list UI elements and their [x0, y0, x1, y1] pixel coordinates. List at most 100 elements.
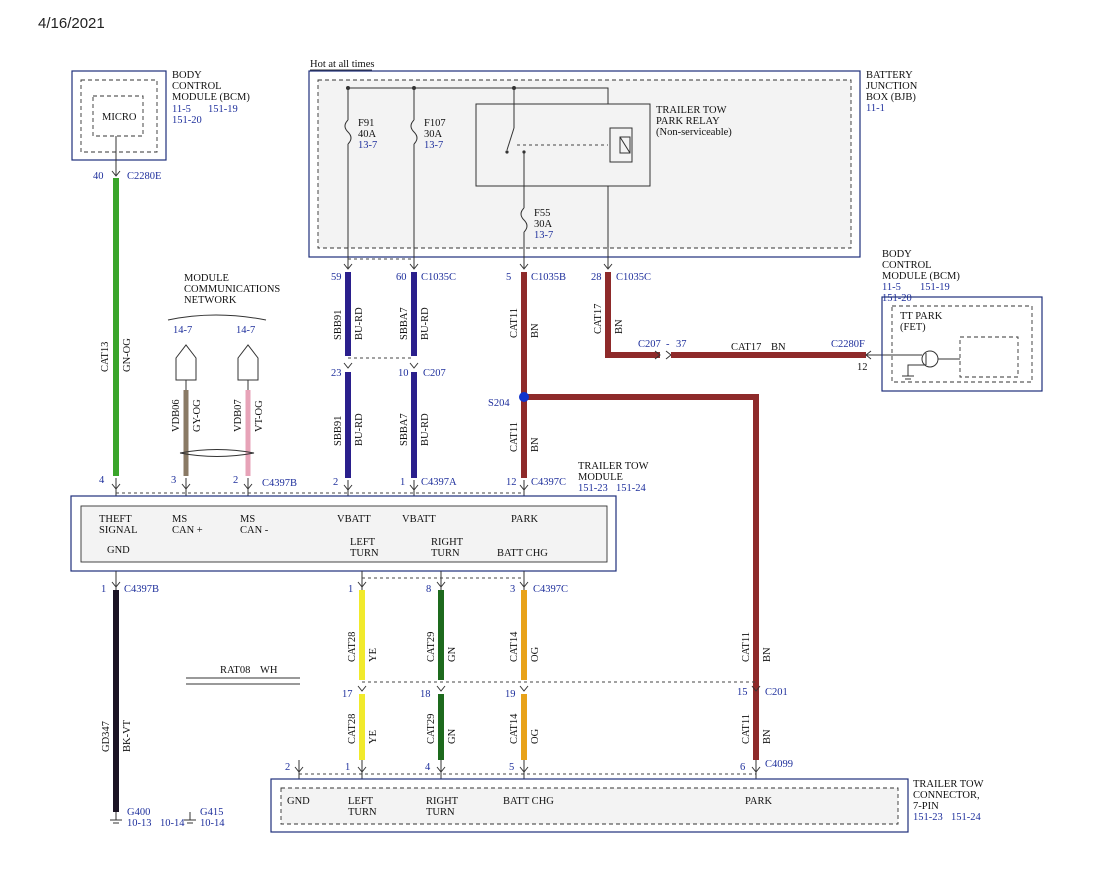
splice-s204[interactable] — [519, 392, 529, 402]
connector-c1035b[interactable]: C1035B — [531, 272, 566, 283]
wire-cat28-color-lower: YE — [368, 730, 379, 744]
arrow-icon — [519, 581, 529, 588]
connector-c2280e[interactable]: C2280E — [127, 171, 161, 182]
ground-g415-ref-1[interactable]: 10-14 — [160, 818, 185, 829]
bcm-top-ref-1[interactable]: 11-5 — [172, 104, 191, 115]
wire-rat08-color: WH — [260, 665, 278, 676]
fuse-f55-ref[interactable]: 13-7 — [534, 230, 553, 241]
park-relay-box — [475, 103, 651, 187]
ttm-ref-1[interactable]: 151-23 — [578, 483, 608, 494]
pin-2-c4099: 2 — [285, 762, 290, 773]
pin-4: 4 — [99, 475, 105, 486]
ground-g400[interactable]: G400 — [127, 807, 150, 818]
pin-18: 18 — [420, 689, 431, 700]
wire-cat11-label-4: CAT11 — [741, 714, 752, 744]
bcm-top-ref-2[interactable]: 151-19 — [208, 104, 238, 115]
pin-1-c4099: 1 — [345, 762, 350, 773]
wire-cat14-label: CAT14 — [509, 631, 520, 662]
wire-cat17-a[interactable] — [605, 272, 660, 358]
connector-c207[interactable]: C207 — [423, 368, 446, 379]
pin-8: 8 — [426, 584, 431, 595]
bcm-right-label-3: MODULE (BCM) — [882, 271, 960, 282]
bcm-top-ref-3[interactable]: 151-20 — [172, 115, 202, 126]
ttm-batt-chg: BATT CHG — [497, 548, 548, 559]
arrow-icon — [357, 685, 367, 692]
connector-c4397b-bottom[interactable]: C4397B — [124, 584, 159, 595]
diagram-date: 4/16/2021 — [38, 15, 105, 32]
network-ref-left[interactable]: 14-7 — [173, 325, 192, 336]
bjb-ref[interactable]: 11-1 — [866, 103, 885, 114]
fuse-f91-ref[interactable]: 13-7 — [358, 140, 377, 151]
micro-label: MICRO — [102, 112, 137, 123]
relay-label-3: (Non-serviceable) — [656, 127, 732, 138]
wire-sbb91-label-lower: SBB91 — [333, 416, 344, 446]
network-label-3: NETWORK — [184, 295, 237, 306]
arrow-icon — [111, 581, 121, 588]
bcm-right-module: BODY CONTROL MODULE (BCM) 11-5 151-19 15… — [857, 249, 1043, 392]
connector-c2280f[interactable]: C2280F — [831, 339, 865, 350]
connector-c1035c-2[interactable]: C1035C — [616, 272, 651, 283]
arrow-icon — [111, 170, 121, 177]
fuse-f107-ref[interactable]: 13-7 — [424, 140, 443, 151]
network-connector-right-icon — [237, 344, 259, 381]
fet-box — [959, 336, 1019, 378]
pin-1-c4397a: 1 — [400, 477, 405, 488]
module-communications-network: MODULE COMMUNICATIONS NETWORK 14-7 14-7 — [167, 273, 280, 381]
wire-sbba7-color-lower: BU-RD — [420, 413, 431, 446]
wire-vdb06-label: VDB06 — [171, 399, 182, 432]
ttc-gnd: GND — [287, 796, 310, 807]
wire-gd347-color: BK-VT — [122, 719, 133, 752]
connector-c4397a[interactable]: C4397A — [421, 477, 457, 488]
pin-3: 3 — [171, 475, 176, 486]
ttc-right-turn-2: TURN — [426, 807, 455, 818]
connector-c207-b[interactable]: C207 — [638, 339, 661, 350]
ttm-label-1: TRAILER TOW — [578, 461, 649, 472]
bjb-bus — [348, 87, 609, 268]
pin-12: 12 — [506, 477, 517, 488]
ttc-ref-1[interactable]: 151-23 — [913, 812, 943, 823]
fuse-f55-icon — [520, 207, 528, 233]
trailer-tow-module: TRAILER TOW MODULE 151-23 151-24 THEFT S… — [70, 461, 649, 572]
tt-park-fet: (FET) — [900, 322, 926, 333]
wire-cat11-color-4: BN — [762, 729, 773, 744]
pin-3-c4397c: 3 — [510, 584, 515, 595]
wire-cat11-branch[interactable] — [524, 394, 759, 760]
connector-c4099[interactable]: C4099 — [765, 759, 793, 770]
pin-17: 17 — [342, 689, 353, 700]
connector-c4397c-bottom[interactable]: C4397C — [533, 584, 568, 595]
connector-c4397c[interactable]: C4397C — [531, 477, 566, 488]
relay-coil-icon — [609, 127, 633, 163]
ttm-ref-2[interactable]: 151-24 — [616, 483, 646, 494]
connector-c1035c[interactable]: C1035C — [421, 272, 456, 283]
bcm-right-ref-3[interactable]: 151-20 — [882, 293, 912, 304]
ttc-outer — [270, 778, 909, 833]
pin-19: 19 — [505, 689, 516, 700]
wire-cat28-label-lower: CAT28 — [347, 714, 358, 744]
bcm-right-ref-1[interactable]: 11-5 — [882, 282, 901, 293]
wire-cat28-color: YE — [368, 648, 379, 662]
wire-cat13-color: GN-OG — [122, 338, 133, 372]
connector-c201[interactable]: C201 — [765, 687, 788, 698]
ttc-label-3: 7-PIN — [913, 801, 939, 812]
connector-c4397b-top[interactable]: C4397B — [262, 478, 297, 489]
ttc-left-turn-1: LEFT — [348, 796, 374, 807]
ground-g415[interactable]: G415 — [200, 807, 223, 818]
pin-5: 5 — [506, 272, 511, 283]
ttc-ref-2[interactable]: 151-24 — [951, 812, 981, 823]
bjb-label-3: BOX (BJB) — [866, 92, 916, 103]
relay-switch-icon — [506, 127, 515, 151]
wire-sbb91-color-lower: BU-RD — [354, 413, 365, 446]
ground-g400-ref[interactable]: 10-13 — [127, 818, 152, 829]
ttm-outer — [70, 495, 617, 572]
ttc-label-1: TRAILER TOW — [913, 779, 984, 790]
ground-g415-ref-2[interactable]: 10-14 — [200, 818, 225, 829]
network-ref-right[interactable]: 14-7 — [236, 325, 255, 336]
pin-40: 40 — [93, 171, 104, 182]
ttm-right-turn-1: RIGHT — [431, 537, 464, 548]
pin-2-c4397a: 2 — [333, 477, 338, 488]
ttc-batt-chg: BATT CHG — [503, 796, 554, 807]
ttm-left-turn-2: TURN — [350, 548, 379, 559]
bcm-right-ref-2[interactable]: 151-19 — [920, 282, 950, 293]
wire-rat08-label: RAT08 — [220, 665, 250, 676]
